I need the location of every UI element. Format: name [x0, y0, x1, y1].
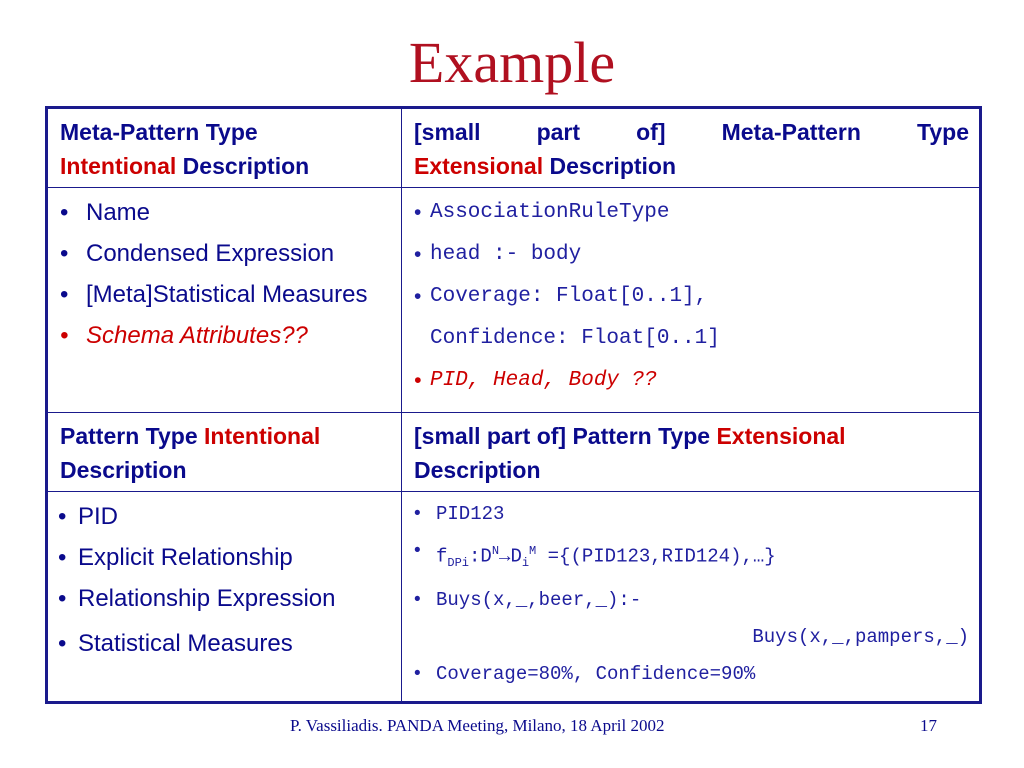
- list-item: •Coverage: Float[0..1],: [414, 285, 708, 308]
- list-item: •head :- body: [414, 243, 582, 266]
- list-item: •Name: [60, 199, 151, 226]
- pattern-left-list: •PID •Explicit Relationship •Relationshi…: [46, 490, 402, 704]
- page-number: 17: [920, 716, 937, 735]
- list-item: •Buys(x,_,beer,_):-: [414, 589, 642, 612]
- list-item: • fDPi:DN→DiM ={(PID123,RID124),…}: [414, 540, 776, 571]
- list-item: •PID, Head, Body ??: [414, 369, 657, 392]
- pattern-left-header: Pattern Type Intentional Description: [46, 412, 402, 492]
- meta-right-header: [small part of] Meta-Pattern Type Extens…: [401, 107, 981, 188]
- slide-title: Example: [408, 30, 616, 95]
- list-item: •Coverage=80%, Confidence=90%: [414, 663, 756, 686]
- list-item: •Schema Attributes??: [60, 322, 308, 349]
- list-item: •Relationship Expression: [58, 585, 336, 612]
- list-item: •Condensed Expression: [60, 240, 335, 267]
- meta-left-list: •Name •Condensed Expression •[Meta]Stati…: [46, 187, 402, 413]
- meta-right-list: •AssociationRuleType •head :- body •Cove…: [401, 187, 981, 413]
- example-table: Meta-Pattern Type Intentional Descriptio…: [45, 106, 982, 705]
- list-item: Confidence: Float[0..1]: [430, 327, 720, 350]
- list-item: •Statistical Measures: [58, 630, 293, 657]
- pattern-right-list: •PID123 • fDPi:DN→DiM ={(PID123,RID124),…: [401, 490, 981, 704]
- list-item: Buys(x,_,pampers,_): [752, 626, 969, 649]
- meta-left-header: Meta-Pattern Type Intentional Descriptio…: [46, 107, 402, 188]
- list-item: •PID123: [414, 503, 505, 525]
- list-item: •Explicit Relationship: [58, 544, 293, 571]
- pattern-right-header: [small part of] Pattern Type Extensional…: [401, 412, 981, 492]
- footer-citation: P. Vassiliadis. PANDA Meeting, Milano, 1…: [290, 716, 665, 735]
- list-item: •[Meta]Statistical Measures: [60, 281, 368, 308]
- list-item: •PID: [58, 503, 119, 530]
- list-item: •AssociationRuleType: [414, 201, 670, 224]
